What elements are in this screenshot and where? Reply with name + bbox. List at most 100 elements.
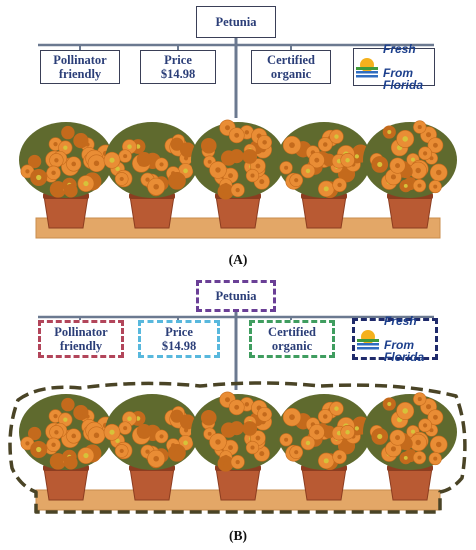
petunia-flower-icon: [300, 435, 316, 451]
petunia-flower-icon: [61, 125, 75, 140]
attribute-certified-organic-outlined: Certified organic: [249, 320, 335, 358]
root-label-petunia-outlined: Petunia: [196, 280, 276, 312]
petunia-flower-icon: [382, 125, 396, 139]
petunia-flower-icon: [73, 132, 89, 149]
petunia-flower-icon: [49, 453, 67, 470]
petunia-flower-icon: [279, 433, 293, 447]
petunia-flower-icon: [27, 154, 42, 169]
petunia-flower-icon: [66, 156, 82, 172]
petunia-flower-icon: [87, 154, 106, 173]
petunia-flower-icon: [154, 429, 169, 444]
attribute-fresh-from-florida-logo-outlined: Fresh From Florida: [352, 314, 438, 363]
petunia-flower-icon: [118, 149, 132, 163]
petunia-flower-icon: [147, 449, 166, 468]
petunia-flower-icon: [242, 149, 258, 164]
petunia-flower-icon: [340, 424, 355, 440]
petunia-flower-icon: [418, 418, 432, 433]
petunia-flower-icon: [409, 433, 427, 452]
attribute-certified-organic: Certified organic: [251, 50, 331, 84]
flower-pot-icon: [43, 467, 89, 501]
petunia-flower-icon: [229, 421, 244, 436]
petunia-flower-icon: [230, 182, 245, 198]
flower-pot-1: [19, 394, 115, 501]
petunia-flower-icon: [87, 426, 106, 445]
petunia-flower-icon: [389, 157, 406, 174]
petunia-flower-icon: [329, 401, 344, 416]
petunia-flower-icon: [382, 397, 396, 411]
petunia-flower-icon: [61, 397, 75, 412]
flower-pot-icon: [387, 195, 433, 229]
petunia-flower-icon: [118, 421, 132, 435]
caption-a: (A): [228, 252, 248, 267]
petunia-flower-icon: [228, 127, 245, 144]
petunia-flower-icon: [318, 452, 335, 470]
petunia-flower-icon: [429, 163, 448, 182]
flower-pot-icon: [215, 195, 261, 229]
plant-group-outline: [8, 381, 467, 514]
petunia-flower-icon: [318, 180, 335, 198]
petunia-flower-icon: [427, 137, 444, 154]
flower-pot-1: [19, 122, 115, 229]
petunia-flower-icon: [371, 156, 389, 173]
petunia-flower-icon: [245, 440, 260, 455]
flower-pot-4: [277, 394, 371, 501]
petunia-flower-icon: [329, 129, 344, 144]
petunia-flower-icon: [300, 163, 316, 179]
petunia-flower-icon: [30, 440, 48, 458]
flower-pot-2: [103, 122, 199, 229]
petunia-flower-icon: [282, 407, 302, 427]
petunia-flower-icon: [317, 409, 333, 424]
petunia-flower-icon: [389, 429, 406, 446]
petunia-flower-icon: [46, 437, 61, 453]
petunia-flower-icon: [114, 444, 129, 458]
flower-pot-icon: [43, 195, 89, 229]
petunia-flower-icon: [30, 168, 48, 186]
logo-text-line1: Fresh: [383, 42, 416, 56]
attribute-pollinator-friendly: Pollinator friendly: [40, 50, 120, 84]
petunia-flower-icon: [49, 153, 64, 168]
flower-pot-5: [363, 392, 457, 501]
petunia-flower-icon: [230, 454, 245, 470]
attribute-price: Price $14.98: [140, 50, 216, 84]
flower-pot-icon: [215, 467, 261, 501]
flower-pot-icon: [301, 467, 347, 501]
petunia-flower-icon: [228, 399, 245, 416]
petunia-flower-icon: [77, 175, 95, 192]
flower-pot-icon: [301, 195, 347, 229]
petunia-flower-icon: [308, 424, 325, 441]
petunia-flower-icon: [409, 161, 427, 180]
connector-tree: [38, 38, 434, 118]
petunia-flower-icon: [322, 153, 336, 167]
logo-text-line1: Fresh: [384, 314, 417, 328]
petunia-flower-icon: [77, 447, 95, 464]
petunia-flower-icon: [27, 426, 42, 441]
petunia-flower-icon: [396, 402, 415, 420]
petunia-flower-icon: [46, 165, 61, 181]
petunia-flower-icon: [229, 149, 244, 164]
petunia-flower-icon: [428, 452, 442, 466]
petunia-flower-icon: [257, 134, 272, 150]
petunia-flower-icon: [242, 421, 258, 436]
petunia-flower-icon: [428, 180, 442, 194]
petunia-flower-icon: [114, 172, 129, 186]
caption-b: (B): [229, 528, 247, 543]
logo-text-line2: From Florida: [383, 66, 424, 92]
flower-pot-icon: [129, 195, 175, 229]
petunia-flower-icon: [289, 445, 304, 460]
petunia-flower-icon: [168, 443, 186, 462]
petunia-flower-icon: [209, 433, 227, 451]
petunia-flower-icon: [332, 177, 347, 193]
petunia-flower-icon: [399, 179, 413, 193]
petunia-flower-icon: [289, 173, 304, 188]
petunia-flower-icon: [64, 183, 78, 198]
sun-logo-icon: [356, 58, 378, 78]
petunia-flower-icon: [103, 423, 121, 441]
petunia-flower-icon: [245, 168, 260, 183]
attribute-fresh-from-florida-logo: Fresh From Florida: [353, 43, 435, 91]
flower-pot-3: [191, 391, 285, 501]
petunia-flower-icon: [73, 404, 89, 421]
petunia-flower-icon: [136, 151, 152, 167]
petunia-flower-icon: [279, 161, 293, 175]
attribute-price-outlined: Price $14.98: [138, 320, 220, 358]
petunia-flower-icon: [340, 152, 355, 168]
